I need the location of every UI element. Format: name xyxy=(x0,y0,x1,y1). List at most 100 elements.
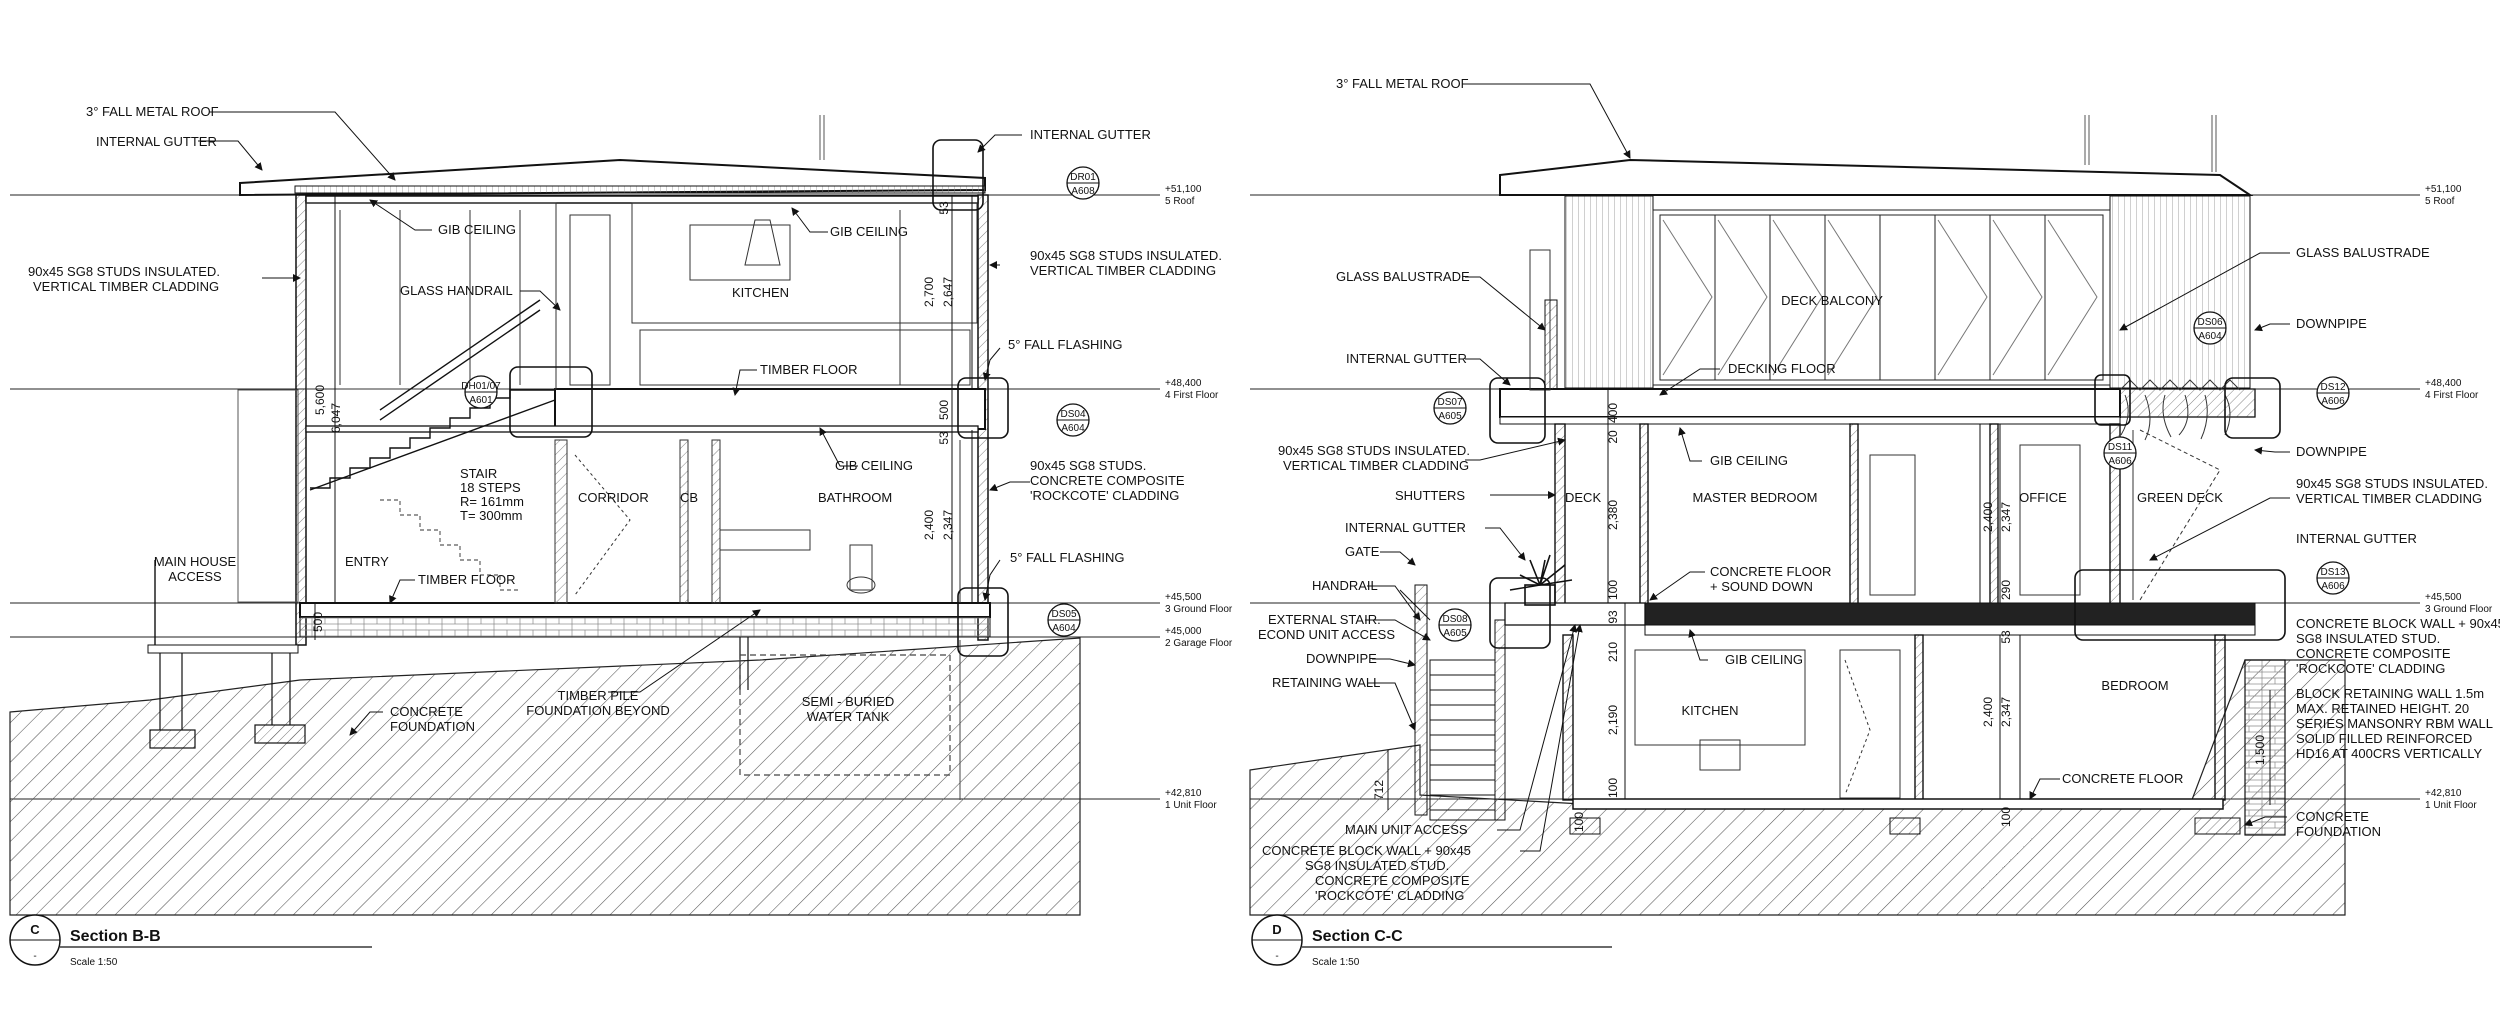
level-tags-b: +51,100 5 Roof +48,400 4 First Floor +45… xyxy=(1165,184,1233,811)
dim-text: 53 xyxy=(937,431,951,445)
dim-text: 290 xyxy=(1999,580,2013,600)
flashing-label: 5° FALL FLASHING xyxy=(1010,550,1125,565)
level-name: 4 First Floor xyxy=(1165,390,1219,401)
section-scale: Scale 1:50 xyxy=(70,957,118,968)
decking-floor-label: DECKING FLOOR xyxy=(1728,361,1836,376)
studs-label: 90x45 SG8 STUDS INSULATED.VERTICAL TIMBE… xyxy=(2296,476,2488,506)
tag-top: DR01 xyxy=(1070,172,1096,183)
glass-balustrade-label: GLASS BALUSTRADE xyxy=(2296,245,2430,260)
section-title: Section B-B xyxy=(70,928,161,945)
external-stair-c xyxy=(1399,584,1506,821)
section-title: Section C-C xyxy=(1312,928,1403,945)
level-name: 5 Roof xyxy=(2425,196,2455,207)
tag-bottom: A606 xyxy=(2321,396,2345,407)
dim-text: 210 xyxy=(1606,642,1620,662)
timber-floor-label: TIMBER FLOOR xyxy=(760,362,858,377)
studs-label: 90x45 SG8 STUDS INSULATED.VERTICAL TIMBE… xyxy=(28,264,220,294)
ground-floor-slab-b xyxy=(299,602,991,618)
level-name: 1 Unit Floor xyxy=(2425,800,2477,811)
level-value: +42,810 xyxy=(2425,788,2462,799)
level-name: 3 Ground Floor xyxy=(1165,604,1233,615)
dim-text: 2,347 xyxy=(1999,502,2013,532)
detail-tag: DS13 A606 xyxy=(2316,561,2350,595)
concrete-floor-label: CONCRETE FLOOR xyxy=(2062,771,2183,786)
handrail-label: HANDRAIL xyxy=(1312,578,1378,593)
downpipe-label: DOWNPIPE xyxy=(2296,316,2367,331)
dim-text: 1,500 xyxy=(2253,735,2267,765)
room-office: OFFICE xyxy=(2019,490,2067,505)
tag-bottom: A604 xyxy=(1061,423,1085,434)
room-master-bedroom: MASTER BEDROOM xyxy=(1693,490,1818,505)
studs-label: 90x45 SG8 STUDS INSULATED.VERTICAL TIMBE… xyxy=(1030,248,1222,278)
level-value: +51,100 xyxy=(1165,184,1202,195)
detail-tags-b[interactable]: DR01 A608 DH01/07 A601 DS04 A604 DS05 A6… xyxy=(461,166,1100,637)
dim-text: 2,647 xyxy=(941,277,955,307)
gate-label: GATE xyxy=(1345,544,1380,559)
gib-ceiling-label: GIB CEILING xyxy=(438,222,516,237)
tag-bottom: A608 xyxy=(1071,186,1095,197)
ground-floor-slab-c xyxy=(1644,602,2256,626)
deck-balcony-glazing xyxy=(1652,209,2111,386)
room-kitchen: KITCHEN xyxy=(1681,703,1738,718)
detail-tag: DS11 A606 xyxy=(2103,436,2137,470)
external-stair-label: EXTERNAL STAIR.ECOND UNIT ACCESS xyxy=(1258,612,1395,642)
level-value: +48,400 xyxy=(2425,378,2462,389)
detail-tags-c[interactable]: DS07 A605 DS06 A604 DS12 A606 DS11 A606 … xyxy=(1433,311,2350,642)
dim-text: 712 xyxy=(1372,780,1386,800)
section-dash: - xyxy=(1275,951,1278,962)
dim-text: 6,047 xyxy=(329,403,343,433)
dim-text: 2,400 xyxy=(1981,502,1995,532)
tag-top: DS06 xyxy=(2197,317,2222,328)
internal-gutter-label: INTERNAL GUTTER xyxy=(1345,520,1466,535)
tag-bottom: A605 xyxy=(1443,628,1467,639)
room-kitchen: KITCHEN xyxy=(732,285,789,300)
concrete-floor-label: CONCRETE FLOOR+ SOUND DOWN xyxy=(1710,564,1831,594)
dim-text: 93 xyxy=(1606,610,1620,624)
level-name: 5 Roof xyxy=(1165,196,1195,207)
water-tank-b xyxy=(739,654,951,776)
dim-text: 20 xyxy=(1606,430,1620,444)
roof-label: 3° FALL METAL ROOF xyxy=(1336,76,1469,91)
tag-top: DS07 xyxy=(1437,397,1462,408)
detail-tag: DS06 A604 xyxy=(2193,311,2227,345)
room-green-deck: GREEN DECK xyxy=(2137,490,2223,505)
tag-top: DS11 xyxy=(2108,442,2133,453)
tag-top: DS13 xyxy=(2320,567,2345,578)
stair-b xyxy=(309,299,556,591)
glass-handrail-label: GLASS HANDRAIL xyxy=(400,283,513,298)
section-c-c: DS07 A605 DS06 A604 DS12 A606 DS11 A606 … xyxy=(1249,76,2500,968)
dim-text: 2,347 xyxy=(1999,697,2013,727)
tag-top: DS04 xyxy=(1060,409,1085,420)
internal-gutter-label: INTERNAL GUTTER xyxy=(1030,127,1151,142)
detail-tag: DS08 A605 xyxy=(1438,608,1472,642)
shutters-label: SHUTTERS xyxy=(1395,488,1465,503)
decking-floor-c xyxy=(1499,388,2121,418)
level-value: +45,500 xyxy=(2425,592,2462,603)
section-b-b: DR01 A608 DH01/07 A601 DS04 A604 DS05 A6… xyxy=(9,104,1233,968)
dim-text: 53 xyxy=(1999,630,2013,644)
gib-ceiling-label: GIB CEILING xyxy=(835,458,913,473)
tag-bottom: A606 xyxy=(2321,581,2345,592)
timber-floor-label: TIMBER FLOOR xyxy=(418,572,516,587)
section-letter: D xyxy=(1272,922,1281,937)
dim-text: 2,400 xyxy=(922,510,936,540)
level-tags-c: +51,100 5 Roof +48,400 4 First Floor +45… xyxy=(2425,184,2493,811)
main-unit-access-label: MAIN UNIT ACCESS xyxy=(1345,822,1468,837)
dim-text: 500 xyxy=(937,400,951,420)
room-entry: ENTRY xyxy=(345,554,389,569)
level-value: +42,810 xyxy=(1165,788,1202,799)
dim-text: 100 xyxy=(1572,812,1586,832)
title-block-b: C - Section B-B Scale 1:50 xyxy=(9,914,372,968)
downpipe-label: DOWNPIPE xyxy=(2296,444,2367,459)
downpipe-label: DOWNPIPE xyxy=(1306,651,1377,666)
section-letter: C xyxy=(30,922,40,937)
green-deck-plants xyxy=(2119,379,2241,441)
